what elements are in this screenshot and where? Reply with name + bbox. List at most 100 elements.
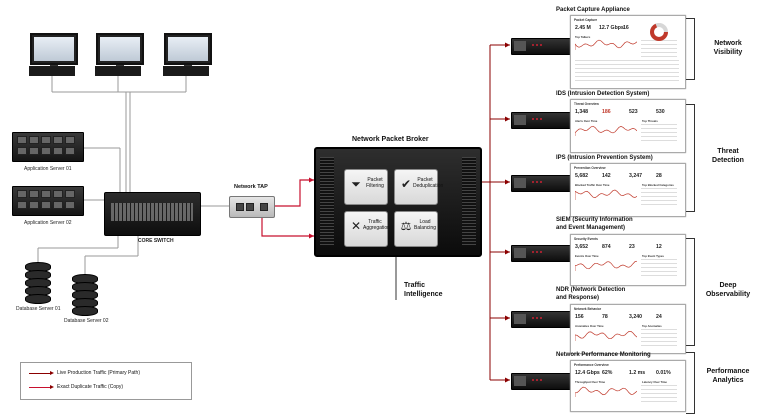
arrows-icon: ✕ bbox=[350, 219, 362, 233]
panel-subheader: Top Talkers bbox=[575, 35, 591, 39]
panel-stat: 62% bbox=[602, 370, 613, 376]
group-label: Threat Detection bbox=[712, 148, 744, 164]
panel-stat: 186 bbox=[602, 109, 611, 115]
panel-sparkline bbox=[575, 189, 637, 200]
panel-stat: 2.45 M bbox=[575, 25, 591, 31]
panel-table-row bbox=[641, 337, 677, 339]
network-packet-broker: ⏷Packet Filtering✔Packet Deduplication✕T… bbox=[314, 147, 482, 257]
panel-stat: 3,652 bbox=[575, 244, 588, 250]
panel-stat: 3,240 bbox=[629, 314, 642, 320]
security-appliance bbox=[511, 38, 571, 55]
workstation-desk-1 bbox=[29, 66, 75, 76]
panel-stat: 28 bbox=[656, 173, 662, 179]
core-switch bbox=[104, 192, 201, 236]
panel-stat: 12 bbox=[656, 244, 662, 250]
panel-table-row bbox=[641, 204, 677, 206]
panel-table-row bbox=[575, 80, 679, 82]
panel-table-row bbox=[641, 132, 677, 134]
workstation-desk-3 bbox=[163, 66, 209, 76]
panel-header: Threat Overview bbox=[574, 102, 599, 106]
panel-subheader: Anomalies Over Time bbox=[575, 324, 604, 328]
panel-subheader: Throughput Over Time bbox=[575, 380, 606, 384]
check-circle-icon: ✔ bbox=[400, 177, 412, 191]
legend-primary-label: Live Production Traffic (Primary Path) bbox=[57, 370, 140, 376]
panel-table-row bbox=[641, 140, 677, 142]
panel-subheader-2: Top Blocked Categories bbox=[642, 183, 674, 187]
panel-stat: 78 bbox=[602, 314, 608, 320]
panel-stat: 24 bbox=[656, 314, 662, 320]
panel-stat: 523 bbox=[629, 109, 638, 115]
npb-function-tile: ⏷Packet Filtering bbox=[344, 169, 388, 205]
copy-traffic-lines bbox=[261, 177, 314, 239]
security-appliance bbox=[511, 311, 571, 328]
security-appliance bbox=[511, 112, 571, 129]
bracket-deep-observability bbox=[686, 238, 695, 346]
panel-table-row bbox=[641, 196, 677, 198]
panel-sparkline bbox=[575, 260, 637, 271]
panel-table-row bbox=[641, 56, 677, 58]
legend-primary-line bbox=[29, 371, 54, 375]
tool-title: SIEM (Security Information and Event Man… bbox=[556, 217, 633, 231]
panel-subheader-2: Top Anomalies bbox=[642, 324, 662, 328]
filter-icon: ⏷ bbox=[351, 177, 361, 191]
panel-table-row bbox=[641, 275, 677, 277]
db-server-2-label: Database Server 02 bbox=[64, 318, 109, 324]
panel-stat: 12.4 Gbps bbox=[575, 370, 600, 376]
tool-title: IPS (Intrusion Prevention System) bbox=[556, 155, 653, 161]
panel-stat: 1,348 bbox=[575, 109, 588, 115]
panel-header: Packet Capture bbox=[574, 18, 598, 22]
panel-header: Security Events bbox=[574, 237, 598, 241]
panel-header: Prevention Overview bbox=[574, 166, 606, 170]
legend: Live Production Traffic (Primary Path) E… bbox=[20, 362, 192, 400]
tool-title: Network Performance Monitoring bbox=[556, 352, 651, 358]
npb-function-label: Load Balancing bbox=[414, 219, 436, 231]
traffic-intelligence-label: Traffic Intelligence bbox=[404, 282, 443, 298]
panel-table-row bbox=[641, 401, 677, 403]
panel-subheader: Alerts Over Time bbox=[575, 119, 598, 123]
panel-stat: 156 bbox=[575, 314, 584, 320]
legend-copy-line bbox=[29, 385, 54, 389]
workstation-desk-2 bbox=[95, 66, 141, 76]
panel-stat: 530 bbox=[656, 109, 665, 115]
database-server-2 bbox=[72, 274, 98, 316]
database-server-1 bbox=[25, 262, 51, 304]
npb-function-label: Traffic Aggregation bbox=[363, 219, 390, 231]
security-appliance bbox=[511, 373, 571, 390]
panel-table-row bbox=[575, 60, 679, 62]
panel-stat: 3,247 bbox=[629, 173, 642, 179]
db-server-1-label: Database Server 01 bbox=[16, 306, 61, 312]
security-appliance bbox=[511, 175, 571, 192]
bracket-performance-analytics bbox=[686, 352, 695, 414]
panel-table-row bbox=[641, 271, 677, 273]
panel-subheader-2: Top Threats bbox=[642, 119, 658, 123]
panel-table-row bbox=[641, 188, 677, 190]
scale-icon: ⚖ bbox=[400, 219, 412, 233]
tool-title: IDS (Intrusion Detection System) bbox=[556, 91, 650, 97]
panel-table-row bbox=[641, 48, 677, 50]
npb-function-label: Packet Deduplication bbox=[413, 177, 444, 189]
app-server-1 bbox=[12, 132, 84, 162]
panel-table-row bbox=[641, 259, 677, 261]
npb-title: Network Packet Broker bbox=[352, 136, 429, 143]
workstation-monitor-1 bbox=[30, 33, 78, 70]
panel-stat: 0.01% bbox=[656, 370, 671, 376]
group-label: Network Visibility bbox=[713, 40, 743, 56]
app-server-1-label: Application Server 01 bbox=[24, 166, 72, 172]
panel-table-row bbox=[575, 64, 679, 66]
panel-table-row bbox=[575, 76, 679, 78]
panel-sparkline bbox=[575, 386, 637, 397]
panel-sparkline bbox=[575, 39, 637, 50]
app-server-2-label: Application Server 02 bbox=[24, 220, 72, 226]
npb-function-tile: ✔Packet Deduplication bbox=[394, 169, 444, 205]
panel-subheader-2: Top Event Types bbox=[642, 254, 664, 258]
panel-subheader: Events Over Time bbox=[575, 254, 599, 258]
panel-header: Performance Overview bbox=[574, 363, 609, 367]
panel-table-row bbox=[641, 267, 677, 269]
core-switch-label: CORE SWITCH bbox=[138, 238, 174, 244]
